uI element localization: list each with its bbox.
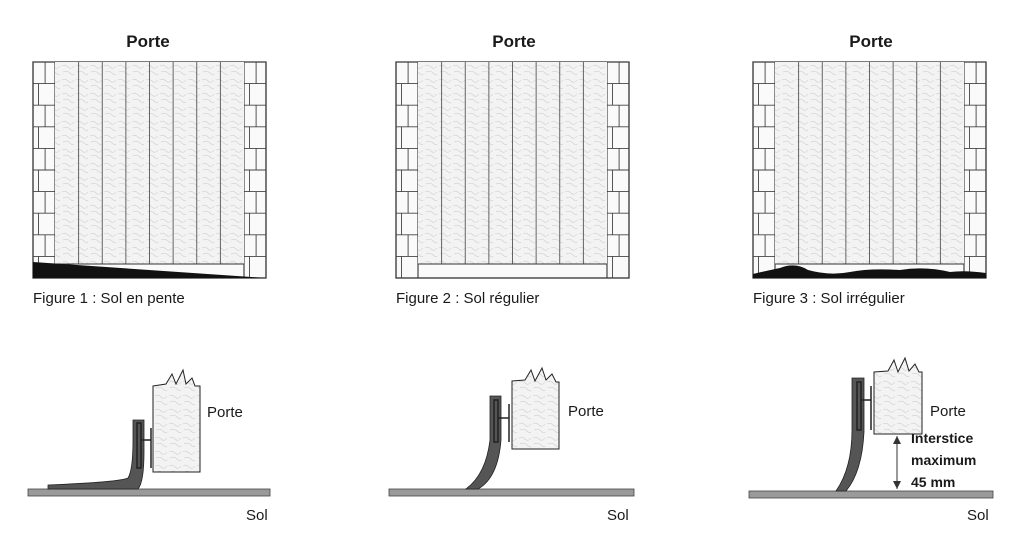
- figure-3-title: Porte: [849, 32, 892, 51]
- seal-strip-3: [835, 377, 865, 492]
- seal-detail-1: Porte Sol: [27, 368, 271, 524]
- seal-strip-1: [47, 419, 145, 490]
- door-label-2: Porte: [568, 403, 604, 420]
- gap-label-line1: Interstice: [911, 430, 973, 446]
- irregular-floor: [753, 265, 986, 278]
- door-panel-3: [873, 356, 923, 435]
- figure-1-title: Porte: [126, 32, 169, 51]
- seal-strip-2: [464, 395, 502, 490]
- floor-slab-2: [388, 488, 635, 497]
- floor-label-3: Sol: [967, 507, 989, 524]
- figure-1: Porte Figure 1 : Sol en pente: [32, 32, 267, 307]
- door-label-3: Porte: [930, 403, 966, 420]
- figure-2-title: Porte: [492, 32, 535, 51]
- gap-label-line2: maximum: [911, 452, 976, 468]
- figure-2: Porte Figure 2 : Sol régulier: [395, 32, 630, 307]
- door-panel-2: [511, 366, 560, 450]
- sloped-floor: [33, 262, 266, 278]
- door-panel-1: [152, 368, 201, 473]
- floor-slab-1: [27, 488, 271, 497]
- floor-label-2: Sol: [607, 507, 629, 524]
- gap-arrow-top: [893, 436, 901, 444]
- door-frame-1: [32, 61, 267, 279]
- floor-slab-3: [748, 490, 994, 499]
- door-planks: [418, 62, 607, 265]
- seal-detail-2: Porte Sol: [388, 366, 635, 524]
- seal-detail-3: Porte Interstice maximum 45 mm Sol: [748, 356, 994, 524]
- door-planks: [55, 62, 244, 265]
- gap-arrow-bottom: [893, 481, 901, 489]
- door-planks: [775, 62, 964, 265]
- door-frame-2: [395, 61, 630, 279]
- floor-label-1: Sol: [246, 507, 268, 524]
- figure-3-caption: Figure 3 : Sol irrégulier: [753, 290, 905, 307]
- figure-2-caption: Figure 2 : Sol régulier: [396, 290, 539, 307]
- gap-label-line3: 45 mm: [911, 474, 955, 490]
- figure-3: Porte Figure 3 : Sol irrégulier: [752, 32, 987, 307]
- door-label-1: Porte: [207, 404, 243, 421]
- figure-1-caption: Figure 1 : Sol en pente: [33, 290, 185, 307]
- door-frame-3: [752, 61, 987, 279]
